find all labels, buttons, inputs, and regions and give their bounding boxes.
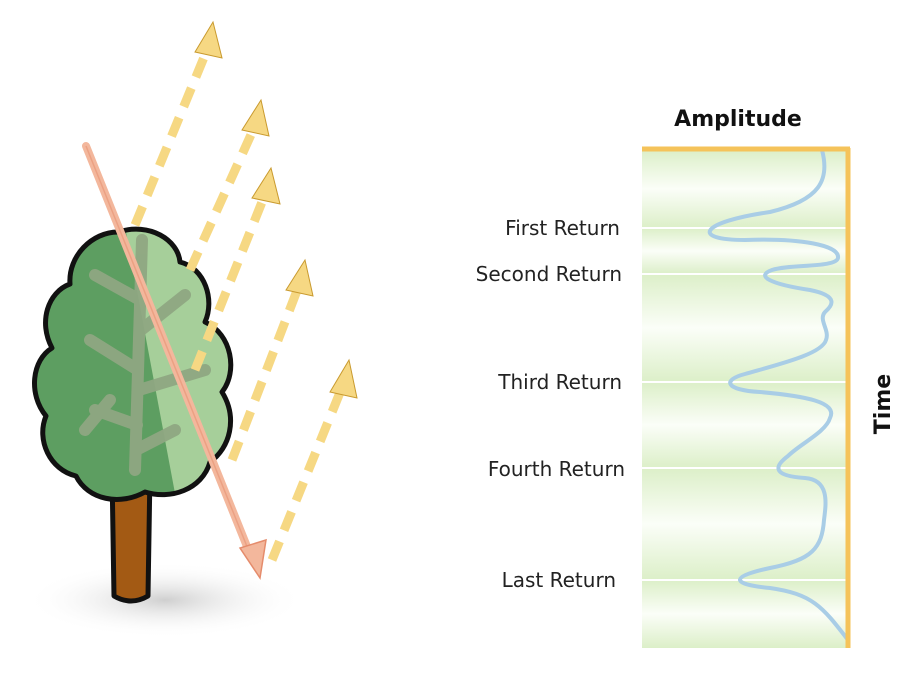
- return-arrow-3: [190, 166, 281, 372]
- return-label-fourth: Fourth Return: [488, 457, 625, 481]
- ground-shadow: [25, 562, 305, 638]
- tree-branches: [79, 234, 211, 476]
- pulse-arrow: [82, 142, 267, 581]
- waveform-curve: [707, 148, 850, 642]
- amplitude-axis-label: Amplitude: [674, 107, 802, 132]
- return-arrow-4: [227, 258, 314, 462]
- return-arrows: [130, 20, 358, 562]
- band-5: [642, 468, 846, 580]
- tree-illustration: [32, 226, 234, 604]
- waveform-panel: [642, 146, 851, 648]
- return-label-last: Last Return: [502, 568, 616, 592]
- tree-trunk: [109, 469, 153, 604]
- return-label-first: First Return: [505, 216, 620, 240]
- return-label-second: Second Return: [476, 262, 622, 286]
- time-axis-label: Time: [871, 374, 896, 434]
- band-6: [642, 580, 846, 648]
- tree-crown: [32, 226, 234, 502]
- return-arrow-2: [185, 98, 270, 272]
- band-4: [642, 382, 846, 468]
- return-gridlines: [642, 227, 846, 581]
- return-arrow-5: [267, 358, 358, 562]
- return-label-third: Third Return: [497, 370, 622, 394]
- return-arrow-1: [130, 20, 223, 227]
